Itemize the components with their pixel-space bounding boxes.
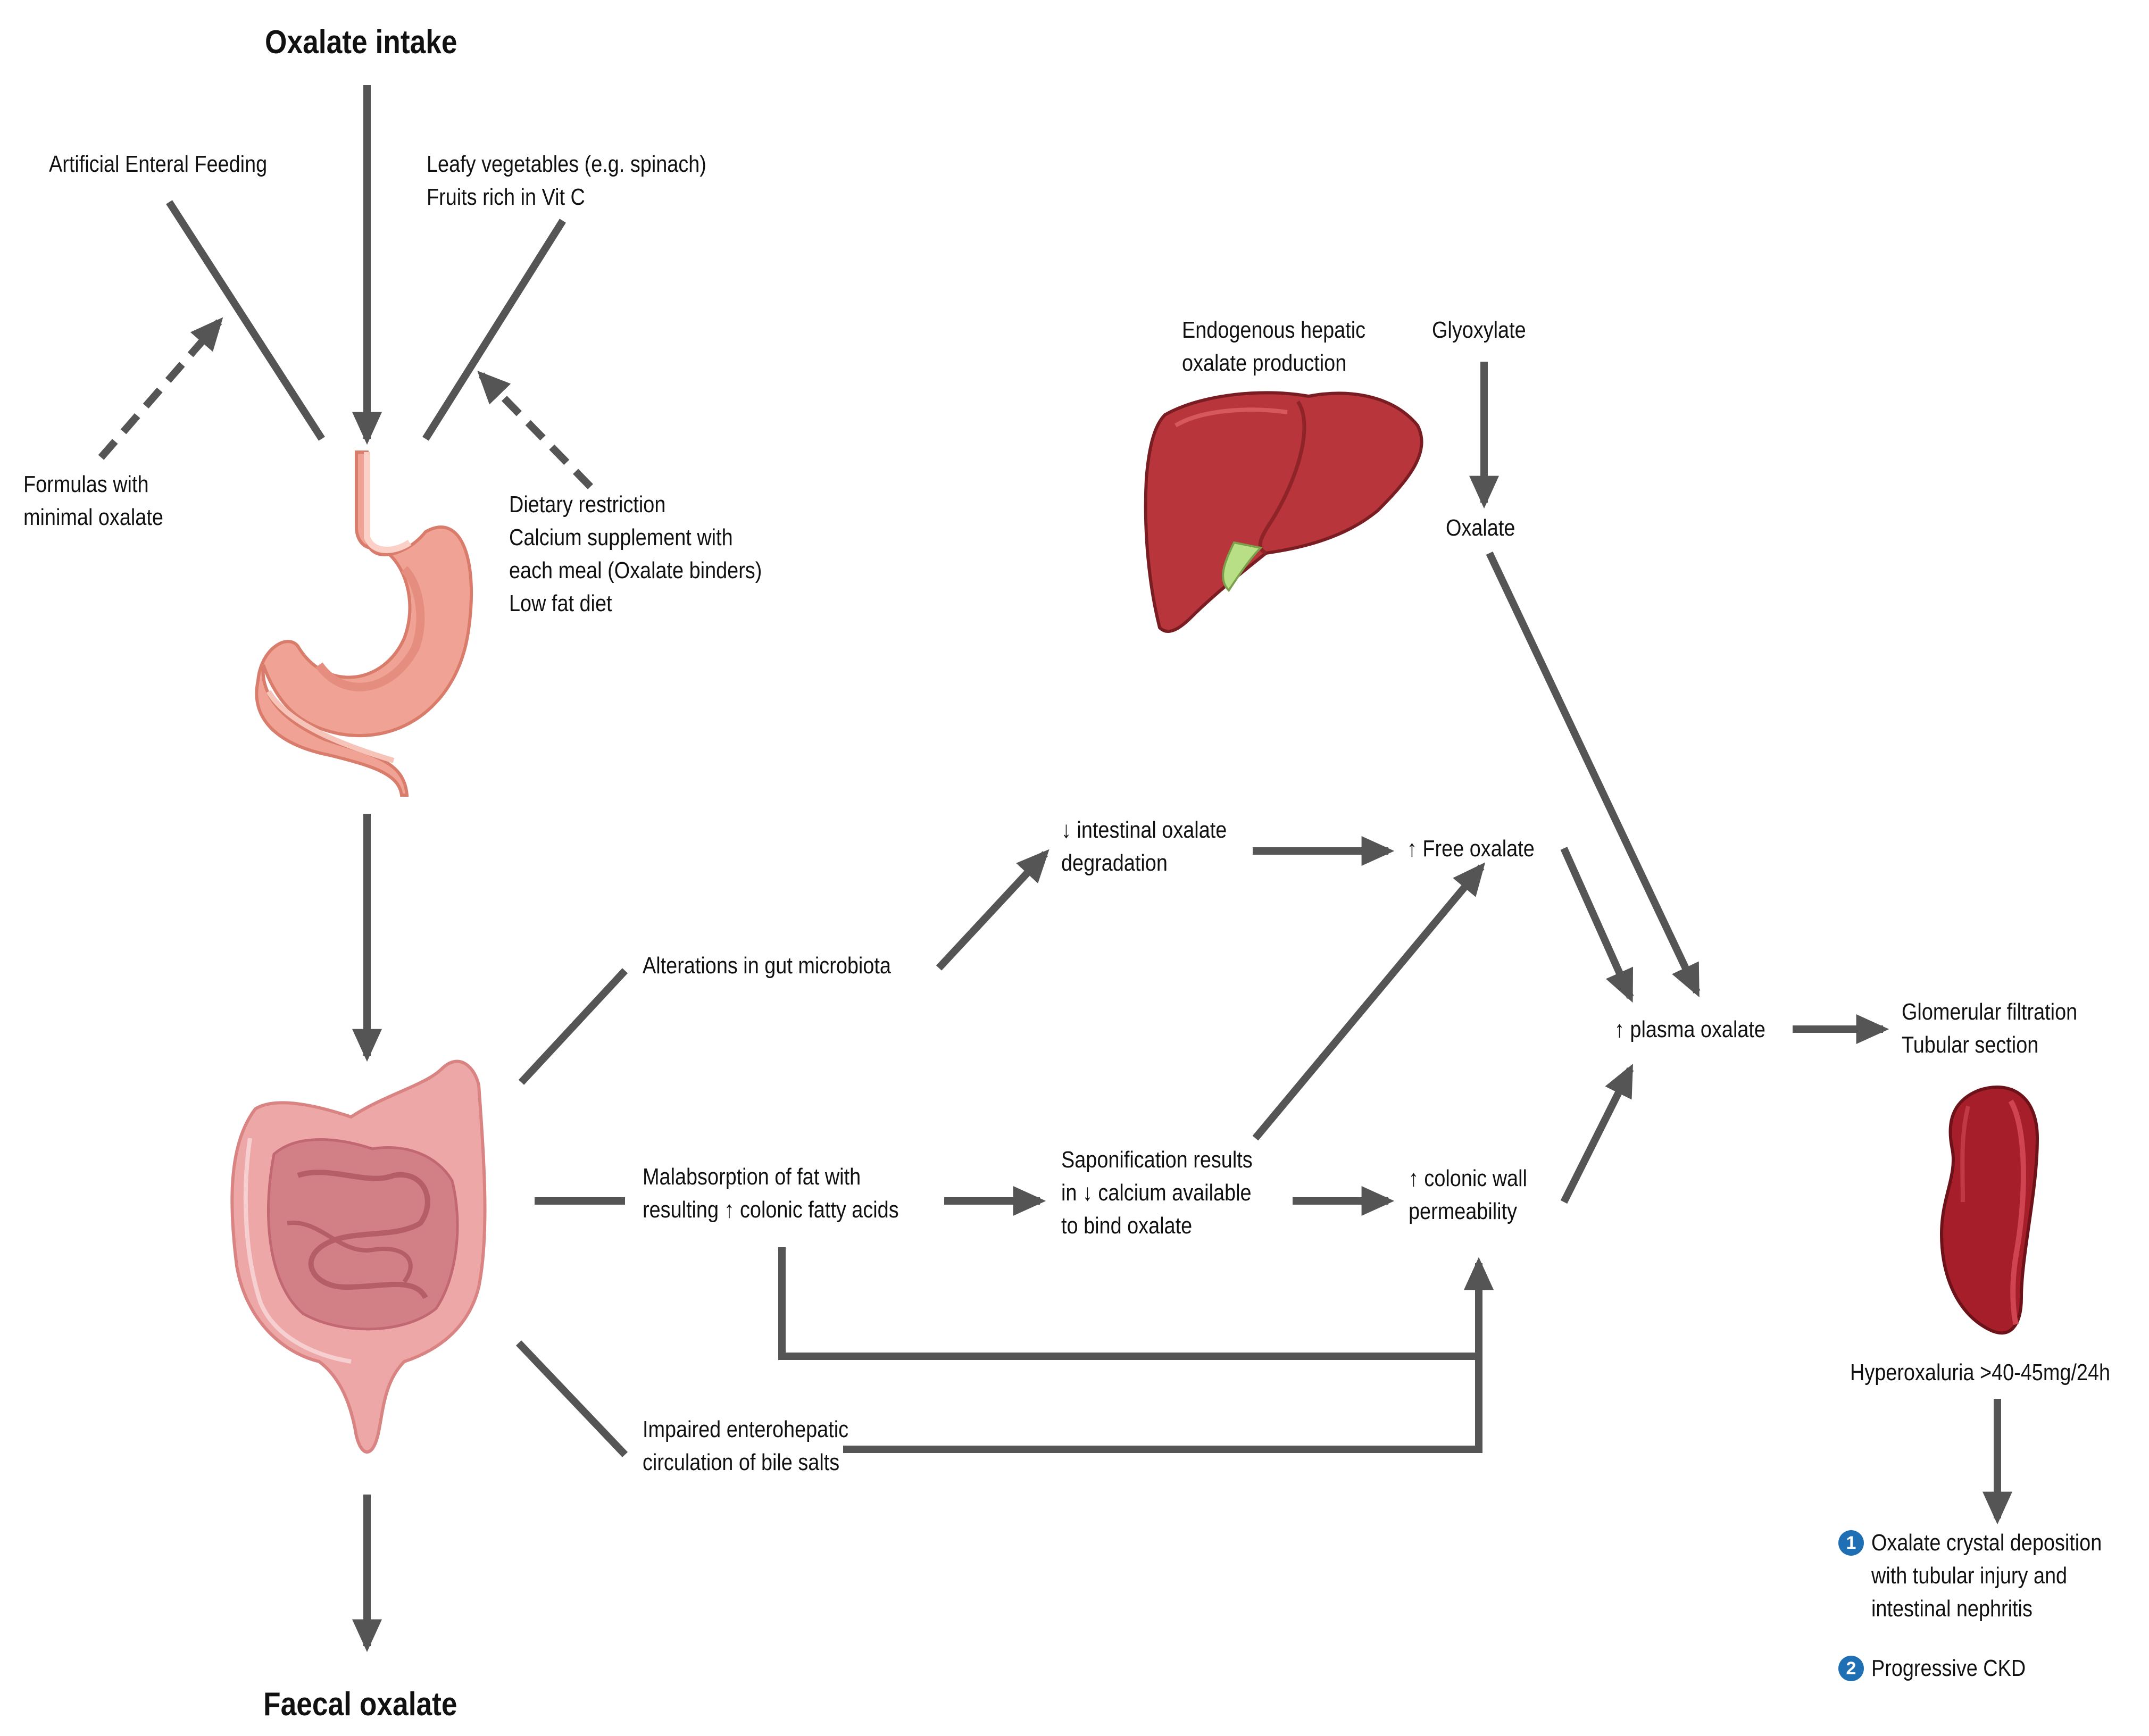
stomach-icon: [255, 450, 473, 797]
line-food-to-stomach: [422, 219, 566, 441]
label-hepatic-line2: oxalate production: [1182, 350, 1347, 376]
label-plasma-oxalate: ↑ plasma oxalate: [1614, 1016, 1765, 1042]
arrow-malabsorption-to-permeability: [778, 1247, 1494, 1360]
label-glyoxylate: Glyoxylate: [1432, 317, 1526, 343]
label-endogenous-hepatic: Endogenous hepatic oxalate production: [1182, 314, 1365, 380]
label-permeability-line1: ↑ colonic wall: [1409, 1165, 1527, 1191]
arrow-saponification-to-free: [1252, 862, 1486, 1141]
label-colonic-permeability: ↑ colonic wall permeability: [1409, 1162, 1527, 1228]
label-formulas-line1: Formulas with: [23, 471, 149, 497]
label-saponification: Saponification results in ↓ calcium avai…: [1061, 1144, 1253, 1242]
arrow-oxalate-to-plasma: [1486, 552, 1701, 998]
arrow-bile-to-permeability: [843, 1257, 1494, 1453]
label-oxalate: Oxalate: [1446, 515, 1515, 541]
label-formulas: Formulas with minimal oxalate: [23, 468, 163, 534]
arrow-permeability-to-plasma: [1560, 1063, 1634, 1204]
label-bile-line2: circulation of bile salts: [643, 1449, 840, 1475]
label-glomerular-filtration: Glomerular filtration Tubular section: [1902, 996, 2077, 1062]
line-intestine-to-bile: [515, 1340, 628, 1457]
label-outcome-crystal-deposition: Oxalate crystal deposition with tubular …: [1871, 1526, 2102, 1625]
intestine-icon: [230, 1059, 487, 1454]
label-hyperoxaluria: Hyperoxaluria >40-45mg/24h: [1850, 1359, 2111, 1386]
label-diet-line4: Low fat diet: [509, 590, 612, 616]
label-malabsorption-line1: Malabsorption of fat with: [643, 1164, 861, 1190]
label-diet-line1: Dietary restriction: [509, 491, 666, 518]
arrow-formulas-dashed: [98, 317, 223, 460]
label-diet-line2: Calcium supplement with: [509, 524, 733, 550]
label-outcome-ckd: Progressive CKD: [1871, 1655, 2026, 1681]
label-formulas-line2: minimal oxalate: [23, 504, 163, 530]
outcome-badge-1: 1: [1838, 1530, 1864, 1556]
outcome-badge-2: 2: [1838, 1656, 1864, 1681]
label-degradation-line1: ↓ intestinal oxalate: [1061, 817, 1227, 843]
label-hepatic-line1: Endogenous hepatic: [1182, 317, 1366, 343]
line-intestine-to-microbiota: [518, 968, 628, 1085]
line-enteral-to-stomach: [166, 200, 325, 441]
kidney-icon: [1939, 1086, 2039, 1335]
label-diet-line3: each meal (Oxalate binders): [509, 557, 762, 583]
label-oxalate-foods: Leafy vegetables (e.g. spinach) Fruits r…: [427, 148, 706, 214]
arrow-free-to-plasma: [1560, 847, 1634, 1003]
label-malabsorption-line2: resulting ↑ colonic fatty acids: [643, 1197, 899, 1223]
label-bile-salts: Impaired enterohepatic circulation of bi…: [643, 1413, 848, 1479]
label-foods-line1: Leafy vegetables (e.g. spinach): [427, 151, 706, 177]
label-outcome1-line2: with tubular injury and: [1871, 1563, 2068, 1589]
label-filtration-line1: Glomerular filtration: [1902, 999, 2078, 1025]
arrow-diet-dashed: [477, 370, 594, 489]
liver-icon: [1144, 391, 1423, 633]
arrow-microbiota-to-degradation: [936, 849, 1049, 971]
label-free-oxalate: ↑ Free oxalate: [1407, 836, 1535, 862]
label-saponification-line2: in ↓ calcium available: [1061, 1180, 1252, 1206]
label-bile-line1: Impaired enterohepatic: [643, 1416, 849, 1442]
label-gut-microbiota: Alterations in gut microbiota: [643, 953, 891, 979]
arrows: [98, 85, 2012, 1652]
label-enteral-feeding: Artificial Enteral Feeding: [49, 151, 268, 177]
label-oxalate-degradation: ↓ intestinal oxalate degradation: [1061, 814, 1227, 880]
heading-oxalate-intake: Oxalate intake: [265, 24, 457, 61]
label-outcome1-line1: Oxalate crystal deposition: [1871, 1530, 2102, 1556]
label-fat-malabsorption: Malabsorption of fat with resulting ↑ co…: [643, 1161, 899, 1226]
label-saponification-line1: Saponification results: [1061, 1147, 1253, 1173]
label-foods-line2: Fruits rich in Vit C: [427, 184, 585, 210]
label-dietary-measures: Dietary restriction Calcium supplement w…: [509, 488, 762, 620]
label-degradation-line2: degradation: [1061, 850, 1168, 876]
label-saponification-line3: to bind oxalate: [1061, 1213, 1193, 1239]
label-permeability-line2: permeability: [1409, 1198, 1518, 1224]
label-filtration-line2: Tubular section: [1902, 1032, 2039, 1058]
heading-faecal-oxalate: Faecal oxalate: [263, 1686, 457, 1723]
label-outcome1-line3: intestinal nephritis: [1871, 1596, 2033, 1622]
